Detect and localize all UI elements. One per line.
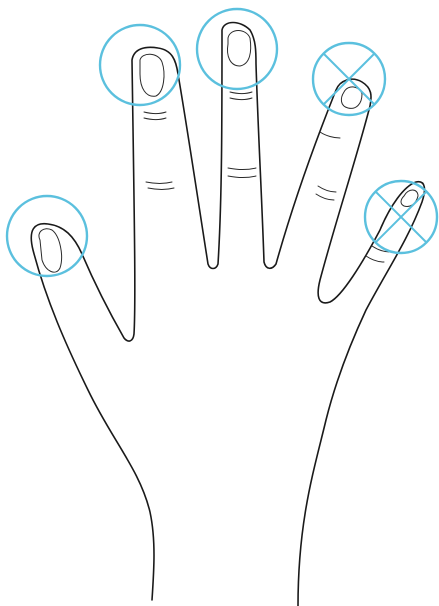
index-crease-2 xyxy=(144,118,166,120)
index-crease-3 xyxy=(146,182,172,184)
little-excluded-marker xyxy=(365,181,437,253)
ring-crease-2 xyxy=(318,186,336,192)
index-crease-1 xyxy=(144,112,166,114)
ring-crease-3 xyxy=(316,194,334,200)
index-crease-4 xyxy=(148,188,174,190)
middle-crease-3 xyxy=(228,168,256,170)
little-crease-2 xyxy=(366,256,384,262)
middle-crease-4 xyxy=(228,176,256,178)
middle-crease-1 xyxy=(230,92,252,94)
middle-nail xyxy=(228,31,251,67)
index-nail xyxy=(140,54,164,96)
ring-excluded-marker xyxy=(313,43,385,115)
ring-crease-1 xyxy=(320,132,340,138)
middle-selected-circle xyxy=(197,9,277,89)
thumb-selected-circle xyxy=(7,196,87,276)
thumb-nail xyxy=(39,229,62,272)
middle-crease-2 xyxy=(230,98,252,100)
little-nail xyxy=(401,190,418,207)
